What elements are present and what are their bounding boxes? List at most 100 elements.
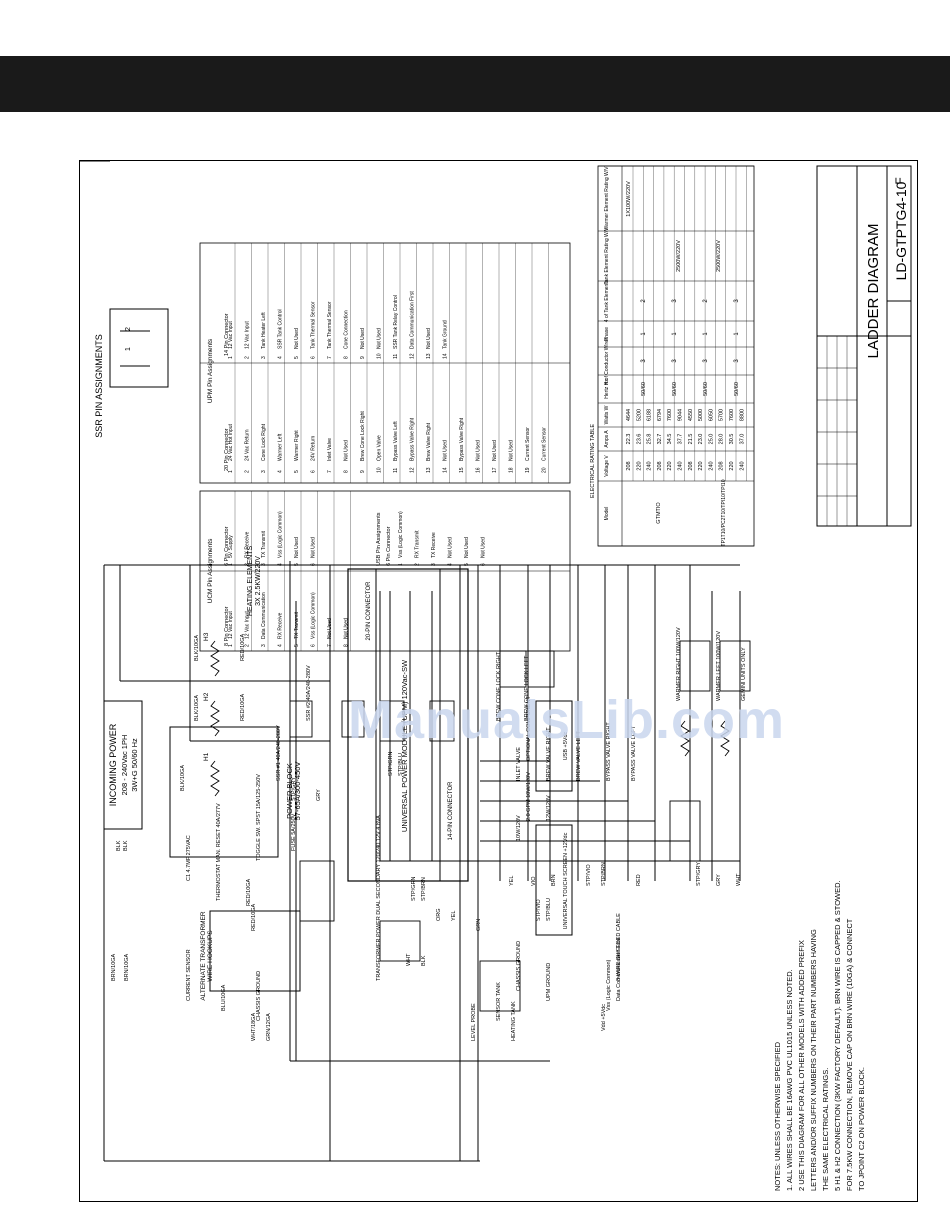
component-label: BYPASS VALVE RIGHT (606, 722, 612, 781)
rating-watts: 6050 (708, 409, 714, 421)
component-label: 2.0 GPM 10W/120V (526, 772, 532, 821)
component-label: INLET VALVE (516, 747, 522, 781)
wire-label: STP/BRN (421, 877, 427, 901)
rating-watts: 7600 (729, 409, 735, 421)
upm-pin-20: Inlet Valve (327, 438, 333, 461)
upm-pin-number: 11 (393, 468, 399, 473)
wire-label: STP/GRN (388, 752, 394, 776)
component-label: BREW VALVE LEFT (576, 730, 582, 781)
upm-pin-14: Tank Ground (443, 320, 449, 349)
rating-watts: 5700 (719, 409, 725, 421)
rating-elements: 2 (703, 299, 709, 303)
upm-pin-number: 13 (426, 467, 432, 473)
usb-header: 6 Pin Connector (386, 526, 392, 566)
rating-header: Phase (604, 327, 610, 341)
rating-header: 4 of Tank Elements (604, 279, 610, 322)
upm-pin-number: 10 (377, 353, 383, 359)
rating-amps: 25.8 (647, 434, 653, 445)
warmer-box (719, 640, 751, 692)
usb-pin: Not Used (448, 537, 454, 558)
ucm-pin-number: 4 (278, 644, 284, 647)
brew-cone-lock-box (499, 650, 527, 688)
rating-header: Voltage V (604, 455, 610, 477)
component-label: BREW CONE LOCK LEFT (524, 655, 530, 721)
upm-pin-20: 24 Vac Hot Input (228, 424, 234, 461)
upm-pin-number: 2 (245, 356, 251, 359)
upm-pin-20: Current Sensor (542, 427, 548, 461)
ucm-pin-8: Not Used (344, 618, 350, 639)
upm-pin-20: Not Used (443, 440, 449, 461)
component-label: 10W/120V (516, 815, 522, 841)
component-label: THERMOSTAT MAN. RESET 40A/277V (216, 803, 222, 901)
title-block: LADDER DIAGRAM LD-GTPTG4-10 F (816, 165, 912, 527)
rating-voltage: 208 (626, 461, 632, 470)
relay-box (429, 700, 455, 742)
rating-header: Watts W (604, 405, 610, 424)
incoming-power-voltage: 208 - 240Vac 1PH (120, 735, 129, 796)
usb-pin: Not Used (464, 537, 470, 558)
note-line: LETTERS AND/OR SUFFIX NUMBERS ON THEIR P… (809, 929, 818, 1191)
rating-phase: 1 (734, 332, 740, 336)
watermark: ManualsLib.com (348, 690, 786, 750)
upm-pin-20: Open Valve (377, 435, 383, 461)
ucm-pin-6: RX Receive (245, 531, 251, 558)
upm-pin-number: 15 (459, 467, 465, 473)
ucm-pin-number: 3 (261, 644, 267, 647)
component-label: BREW VALVE RIGHT (546, 727, 552, 781)
usb-box: USB +5Vdc (535, 700, 573, 792)
ssr-pin-number: 1 (125, 347, 132, 351)
component-label: 3-WIRE SHIELDED CABLE (616, 913, 622, 981)
ucm-pin-number: 2 (245, 644, 251, 647)
upm-pin-number: 2 (245, 470, 251, 473)
power-block: POWER BLOCK 57-65A/300-450V (169, 726, 302, 858)
schematic-components (210, 640, 751, 1012)
rating-amps: 28.0 (719, 434, 725, 445)
component-label: BYPASS VALVE LEFT (631, 725, 637, 781)
wire-label: GRN/12GA (266, 1013, 272, 1041)
wire-label: WHT/18GA (251, 1013, 257, 1041)
rating-voltage: 208 (657, 461, 663, 470)
usb-pin: Vss (Logic Common) (398, 511, 404, 558)
usb-table-title: USB Pin Assignments (376, 512, 382, 566)
note-line: TO JPOINT C2 ON POWER BLOCK. (857, 1067, 866, 1191)
upm-header-20: 20 Pin Connector (224, 428, 230, 471)
rating-amps: 34.5 (667, 434, 673, 445)
upm-pin-20: Not Used (476, 440, 482, 461)
component-label: TOGGLE SW. SPST 15A/125-250V (256, 774, 262, 861)
wire-label: ORG (436, 908, 442, 921)
ladder-diagram: LADDER DIAGRAM LD-GTPTG4-10 F 20 Pin Con… (80, 160, 912, 1191)
wire-label: STP/GRN (411, 877, 417, 901)
ucm-header-8: 8 Pin Connector (224, 606, 230, 646)
rating-watts: 9044 (678, 409, 684, 421)
rating-watts: 4644 (626, 409, 632, 421)
component-label: Vss (Logic Common) (606, 959, 612, 1011)
rating-tank-element: 2500W/220V (676, 240, 682, 272)
rating-watts: 6794 (657, 409, 663, 421)
rating-voltage: 240 (678, 461, 684, 470)
upm-pin-14: Tank Thermal Sensor (327, 301, 333, 349)
rating-watts: 8800 (739, 409, 745, 421)
component-label: SSR #1 40A/240-280V (276, 725, 282, 781)
upm-pin-14: SSR Tank Control (278, 309, 284, 349)
diagram-title: LADDER DIAGRAM (865, 223, 882, 358)
power-block-title: POWER BLOCK (285, 763, 294, 819)
rating-hertz: 50/60 (703, 382, 709, 396)
upm-pin-number: 3 (261, 470, 267, 473)
upm-pin-20: Bypass Valve Left (393, 421, 399, 461)
upm-pin-number: 5 (294, 356, 300, 359)
wire-label: YEL (451, 911, 457, 921)
heating-elements-title: HEATING ELEMENTS (247, 546, 254, 617)
note-line: FOR 7.5KW CONNECTION, REMOVE CAP ON BRN … (845, 918, 854, 1191)
wire-label: YEL (509, 876, 515, 886)
component-label: GEMINI UNITS ONLY (741, 647, 747, 701)
upm-pin-20: Brew Valve Right (426, 422, 432, 461)
upm-pin-number: 6 (311, 356, 317, 359)
rating-voltage: 240 (647, 461, 653, 470)
wire-label: RED/10GA (251, 903, 257, 931)
relay-box (379, 700, 405, 742)
ucm-pin-8: Vss (Logic Common) (311, 592, 317, 639)
rating-wires: 3 (641, 359, 647, 363)
ssr-pin-number: 2 (125, 327, 132, 331)
